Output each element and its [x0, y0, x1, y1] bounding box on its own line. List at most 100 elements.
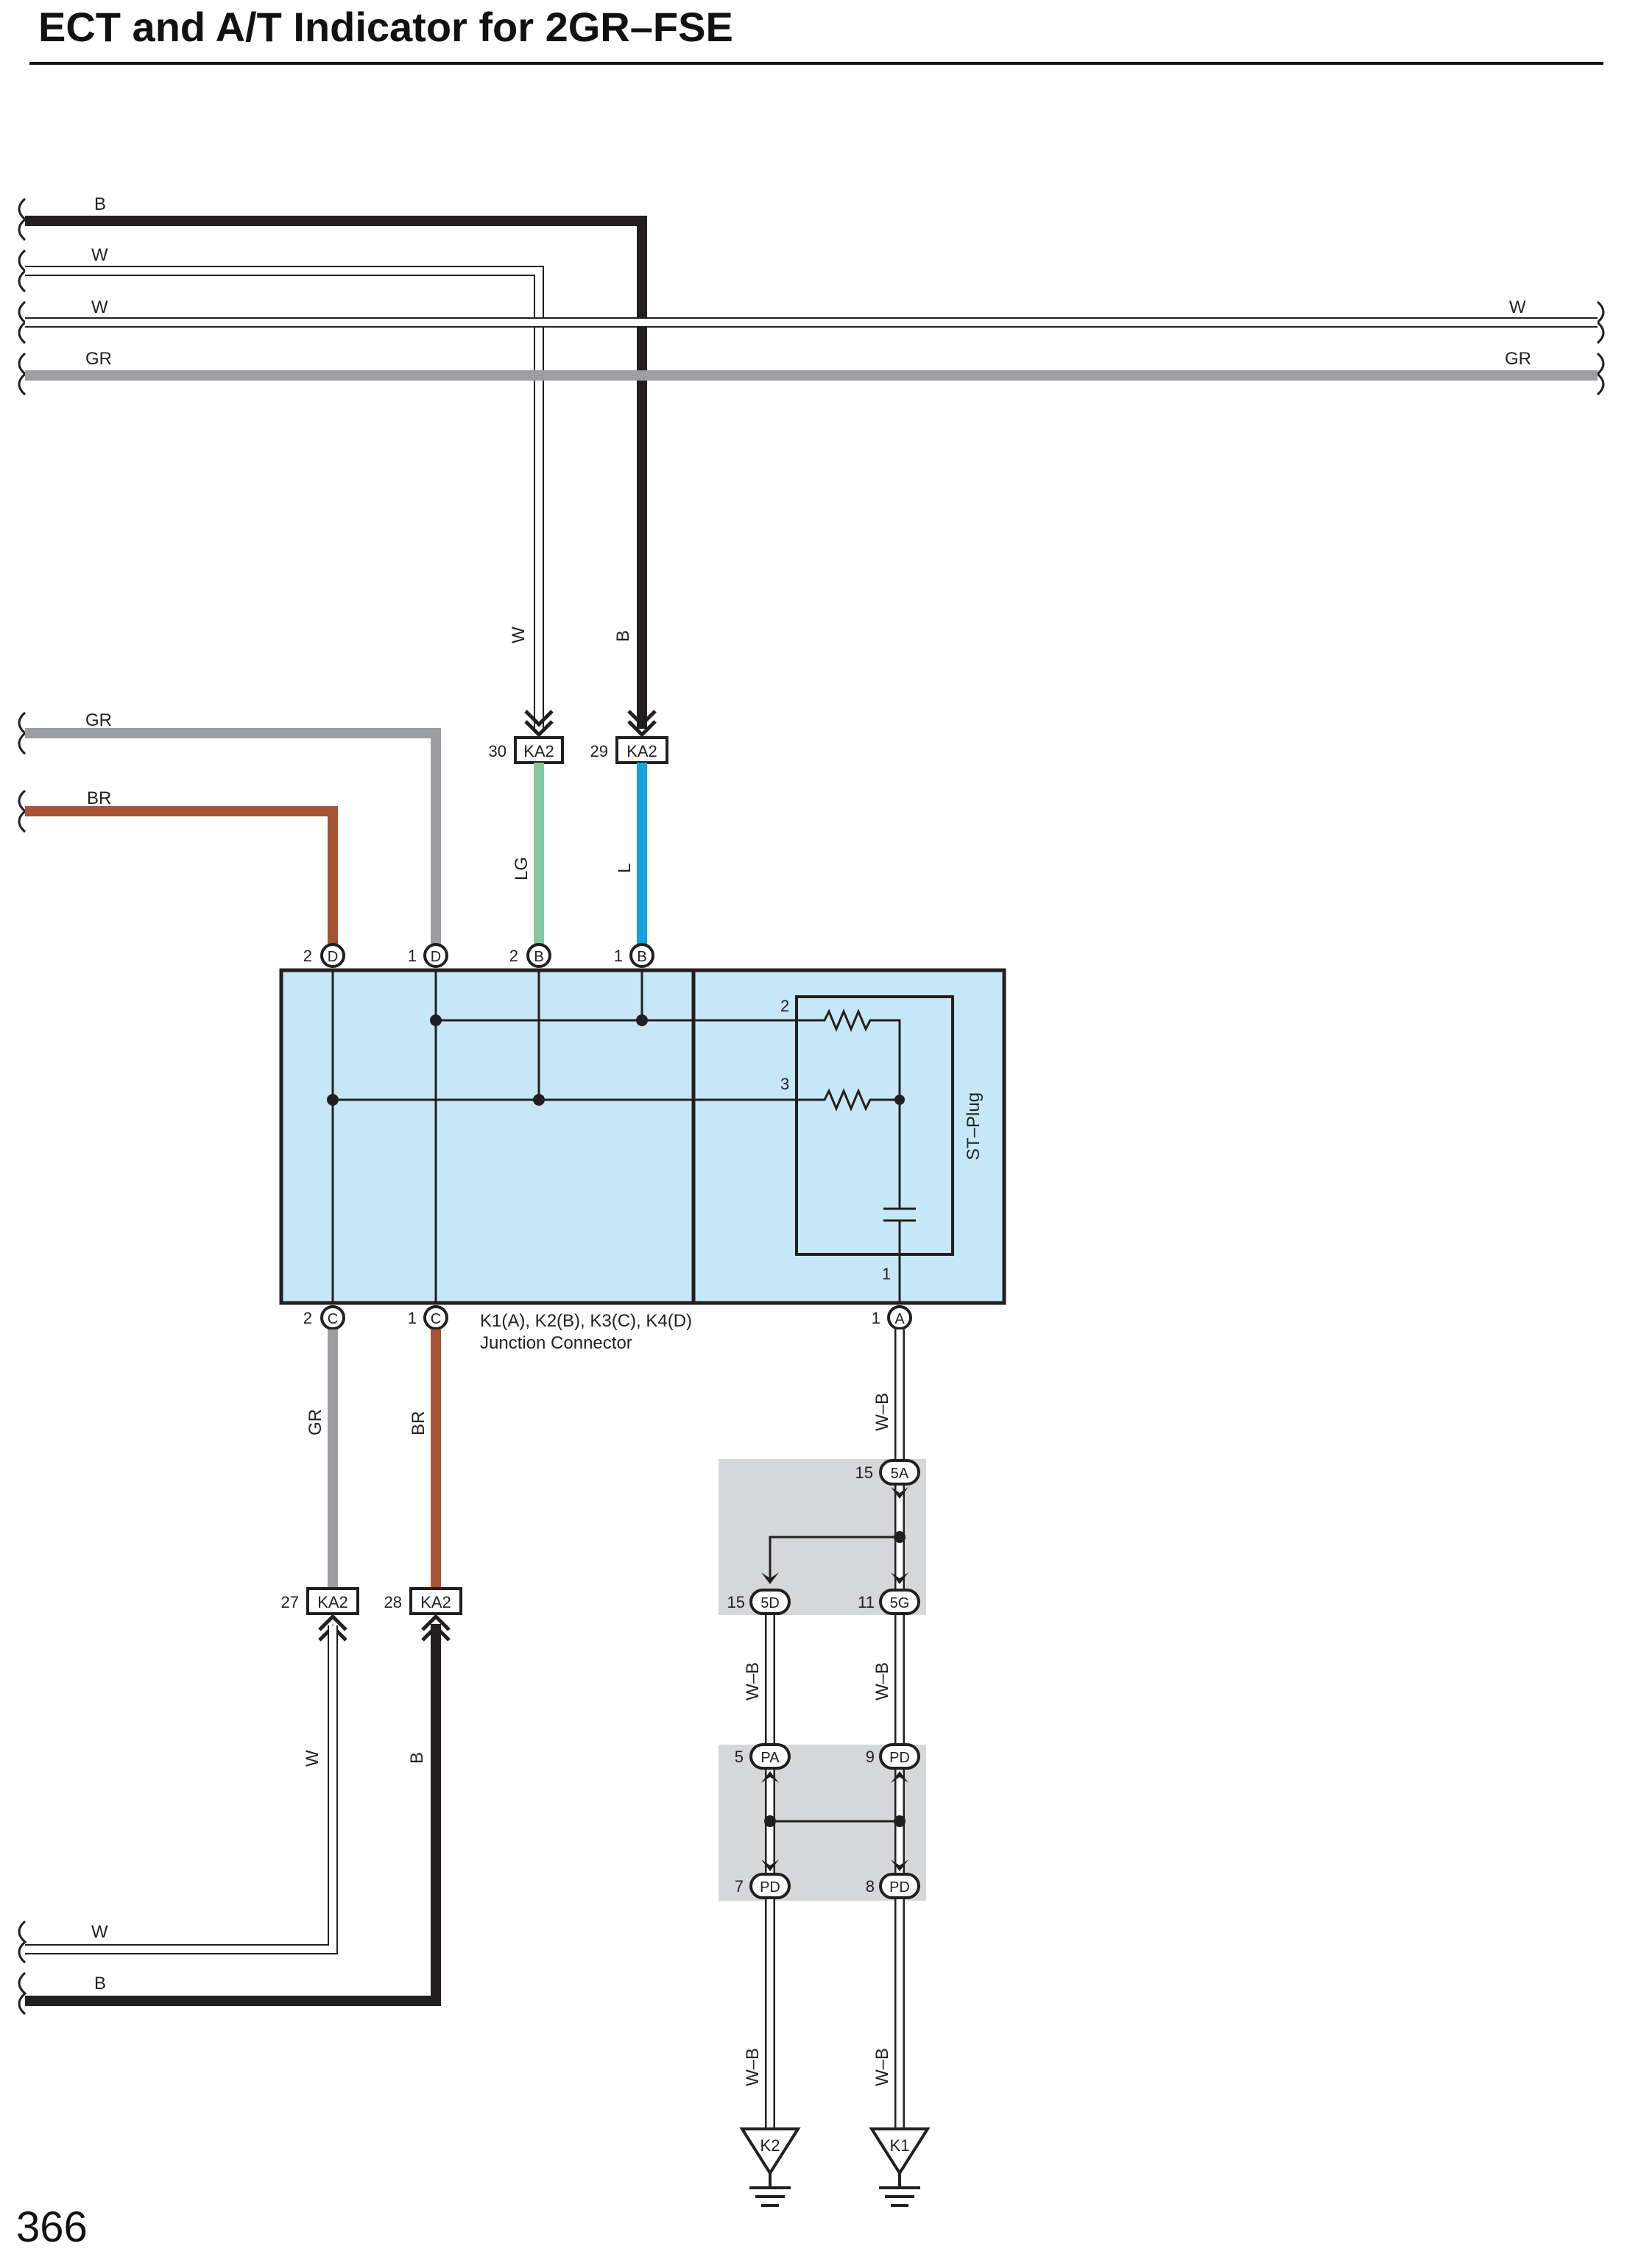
label-br-lower: BR	[409, 1411, 428, 1435]
connector-ka2-27-code: KA2	[317, 1593, 348, 1611]
connector-ka2-27-pin: 27	[281, 1593, 299, 1611]
page-title: ECT and A/T Indicator for 2GR–FSE	[38, 4, 733, 50]
pin-b1-num: 1	[614, 947, 623, 965]
pin-c2-num: 2	[303, 1309, 312, 1327]
wire-b-bottom	[25, 1624, 441, 2006]
pin-d2-code: D	[328, 949, 338, 965]
joint-5g: 5G 11	[858, 1589, 920, 1615]
joint-pd9: PD 9	[866, 1743, 920, 1770]
junction-desc: Junction Connector	[480, 1333, 632, 1353]
pin-c1-code: C	[431, 1311, 441, 1327]
joint-pd9-code: PD	[889, 1750, 910, 1766]
connector-ka2-30: KA2 30	[489, 736, 564, 764]
pin-a1-num: 1	[872, 1309, 880, 1327]
pin-b1: B 1	[614, 943, 654, 968]
joint-pd7-pin: 7	[735, 1877, 744, 1896]
joint-pd8-pin: 8	[866, 1877, 875, 1896]
wire-gr-left	[25, 728, 441, 945]
pin-c1-num: 1	[408, 1309, 417, 1327]
pin-a1: A 1	[872, 1305, 912, 1330]
wire-w-top	[25, 267, 543, 729]
pin-c2: C 2	[303, 1305, 345, 1330]
pin-a1-code: A	[894, 1311, 905, 1327]
pin-c2-code: C	[328, 1311, 338, 1327]
connector-ka2-28-code: KA2	[420, 1593, 451, 1611]
label-b-bottom: B	[94, 1974, 106, 1993]
joint-5d-pin: 15	[727, 1593, 745, 1611]
junction-internal-wiring	[331, 970, 823, 1303]
st-plug-label: ST–Plug	[964, 1092, 984, 1160]
label-br-left: BR	[87, 788, 111, 808]
joint-5a: 5A 15	[855, 1459, 920, 1486]
wire-w-bottom-outline	[25, 1625, 338, 1954]
label-b-vert-top: B	[613, 630, 633, 642]
ground-k2-label: K2	[760, 2136, 780, 2155]
label-b-top: B	[94, 194, 106, 214]
label-w-vert-top: W	[509, 626, 529, 643]
st-plug-node	[894, 1095, 905, 1105]
connector-ka2-29-pin: 29	[590, 742, 608, 760]
joint-internal-lines	[769, 1536, 900, 1823]
ka2-bottom-arrows	[318, 1614, 451, 1642]
st-plug-pin1: 1	[882, 1265, 891, 1283]
joint-5a-pin: 15	[855, 1463, 873, 1482]
joint-5d: 5D 15	[727, 1589, 791, 1615]
ka2-top-arrows	[524, 710, 657, 738]
label-l: L	[615, 863, 635, 873]
st-plug-pin2: 2	[780, 997, 789, 1015]
joint-5d-code: 5D	[760, 1595, 780, 1611]
connector-ka2-30-code: KA2	[523, 742, 554, 760]
joint-pd7: PD 7	[735, 1873, 791, 1899]
connector-ka2-30-pin: 30	[489, 742, 506, 760]
joint-pd9-pin: 9	[866, 1748, 875, 1766]
ground-k1: K1	[869, 2127, 931, 2207]
st-plug-resistors	[797, 1009, 916, 1303]
label-w-right: W	[1509, 297, 1526, 317]
joint-dots	[764, 1531, 906, 1827]
label-w-top1: W	[91, 245, 108, 265]
pin-b2-code: B	[534, 949, 543, 965]
pin-d2-num: 2	[303, 947, 312, 965]
label-w-top2: W	[91, 297, 108, 317]
pin-b1-code: B	[637, 949, 646, 965]
pin-b2: B 2	[509, 943, 551, 968]
junction-dots	[327, 1014, 648, 1106]
wire-br-left	[25, 806, 338, 945]
connector-ka2-28: KA2 28	[384, 1587, 462, 1615]
label-wb-5g: W–B	[872, 1662, 892, 1700]
wire-wb-group	[765, 1329, 905, 2135]
label-wb-5d: W–B	[743, 1662, 763, 1700]
pin-d1-num: 1	[408, 947, 417, 965]
label-w-vert-bottom: W	[303, 1750, 322, 1767]
joint-5a-code: 5A	[891, 1466, 909, 1482]
label-wb-a: W–B	[872, 1393, 892, 1431]
wire-w-bottom	[25, 1625, 336, 1953]
joint-pd8-code: PD	[889, 1879, 910, 1896]
st-plug-pin3: 3	[780, 1075, 789, 1093]
connector-ka2-29-code: KA2	[626, 742, 657, 760]
label-wb-k2: W–B	[743, 2048, 763, 2086]
pin-c1: C 1	[408, 1305, 448, 1330]
joint-pa-code: PA	[760, 1750, 780, 1766]
wire-w-top-outline	[25, 266, 544, 729]
page-number: 366	[16, 2203, 88, 2251]
joint-5g-code: 5G	[890, 1595, 910, 1611]
label-w-bottom: W	[91, 1922, 108, 1942]
connector-ka2-29: KA2 29	[590, 736, 668, 764]
label-gr-lower: GR	[306, 1409, 325, 1435]
label-b-vert-bottom: B	[407, 1752, 427, 1764]
connector-ka2-27: KA2 27	[281, 1587, 359, 1615]
joint-pa: PA 5	[735, 1743, 791, 1770]
ground-k1-label: K1	[890, 2136, 910, 2155]
pin-d2: D 2	[303, 943, 345, 968]
st-plug-box	[795, 995, 954, 1256]
wire-b-top	[25, 216, 647, 729]
connector-ka2-28-pin: 28	[384, 1593, 402, 1611]
label-wb-k1: W–B	[872, 2048, 892, 2086]
joint-pa-pin: 5	[735, 1748, 744, 1766]
label-gr-right: GR	[1505, 349, 1531, 369]
ground-k2: K2	[739, 2127, 801, 2207]
label-gr-top: GR	[85, 349, 112, 369]
pin-b2-num: 2	[509, 947, 518, 965]
